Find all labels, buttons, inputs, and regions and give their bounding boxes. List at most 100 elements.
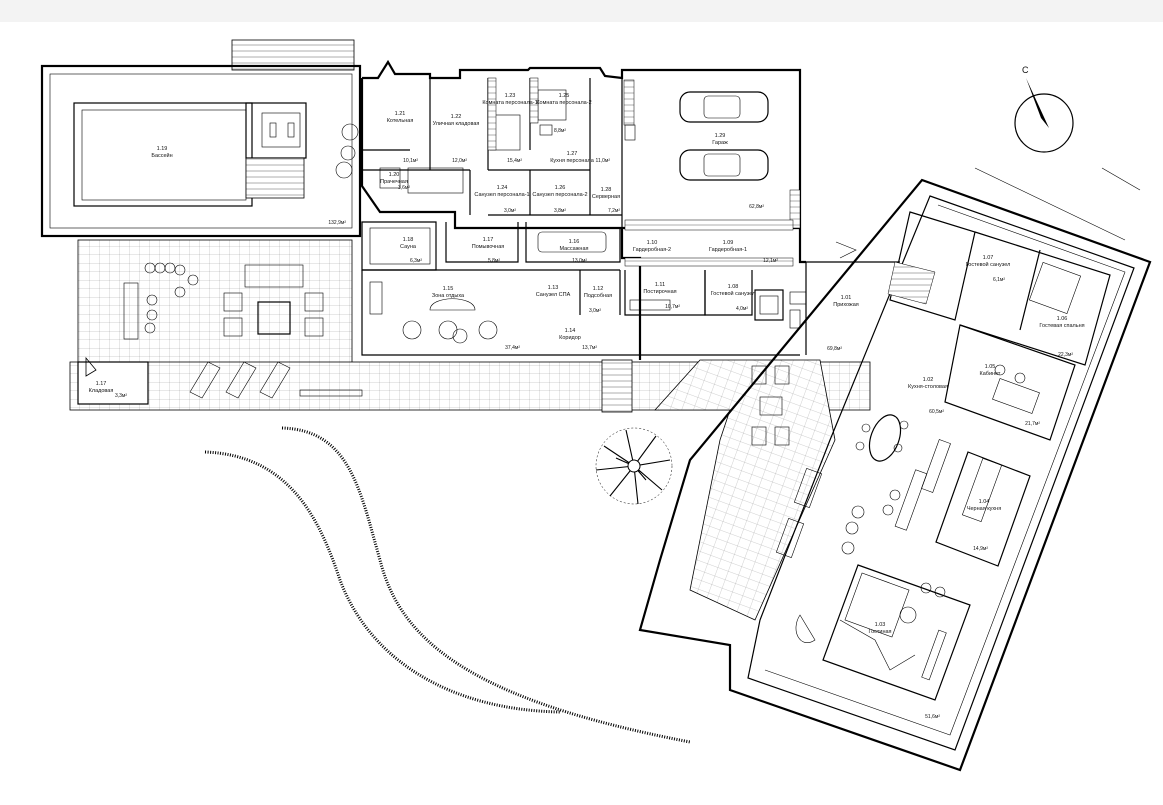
room-number-shower: 1.17 bbox=[483, 237, 494, 243]
room-area-kitchen-dining: 60,5м² bbox=[929, 409, 944, 415]
room-name-massage: Массажная bbox=[559, 246, 588, 252]
compass-rose: С bbox=[1014, 65, 1074, 153]
room-name-shower: Помывочная bbox=[472, 244, 505, 250]
room-area-street-storage: 12,0м² bbox=[452, 158, 467, 164]
room-area-guest-bath: 6,1м² bbox=[993, 277, 1005, 283]
room-number-street-storage: 1.22 bbox=[451, 114, 462, 120]
room-name-hall: Прихожая bbox=[833, 302, 859, 308]
room-area-staff-room-2: 8,8м² bbox=[554, 128, 566, 134]
room-name-pool: Бассейн bbox=[151, 152, 172, 159]
service-wing-walls bbox=[360, 59, 806, 360]
spa-block-walls bbox=[361, 221, 900, 356]
room-area-back-kitchen: 14,9м² bbox=[973, 546, 988, 552]
room-number-guest-wc: 1.08 bbox=[728, 284, 739, 290]
room-name-wardrobe-2: Гардеробная-2 bbox=[633, 247, 671, 253]
room-area-study: 21,7м² bbox=[1025, 421, 1040, 427]
room-area-laundry-room: 10,7м² bbox=[665, 304, 680, 310]
room-number-staff-room-1: 1.23 bbox=[505, 93, 516, 99]
room-name-guest-bath: Гостевой санузел bbox=[966, 261, 1011, 268]
room-area-outdoor-storage: 3,3м² bbox=[115, 393, 127, 399]
room-name-spa-wc: Санузел СПА bbox=[536, 292, 571, 298]
room-name-kitchen-dining: Кухня-столовая bbox=[908, 384, 948, 390]
room-number-lounge: 1.15 bbox=[443, 286, 454, 292]
east-wing bbox=[638, 178, 1152, 772]
pool-block bbox=[40, 39, 362, 238]
room-number-living: 1.03 bbox=[875, 622, 886, 628]
room-name-outdoor-storage: Кладовая bbox=[89, 388, 114, 394]
room-number-sauna: 1.18 bbox=[403, 237, 414, 243]
room-name-pantry: Подсобная bbox=[584, 293, 612, 299]
room-name-back-kitchen: Черная кухня bbox=[967, 506, 1001, 512]
room-name-guest-wc: Гостевой санузел bbox=[711, 290, 756, 297]
steps bbox=[601, 359, 633, 413]
room-area-corridor: 13,7м² bbox=[582, 345, 597, 351]
room-name-guest-bedroom: Гостевая спальня bbox=[1039, 323, 1084, 329]
room-area-staff-wc-2: 3,8м² bbox=[554, 208, 566, 214]
room-area-staff-room-1: 15,4м² bbox=[507, 158, 522, 164]
tree bbox=[595, 427, 673, 505]
room-number-wardrobe-1: 1.09 bbox=[723, 240, 734, 246]
room-area-boiler: 10,1м² bbox=[403, 158, 418, 164]
room-area-sauna: 6,3м² bbox=[410, 258, 422, 264]
room-area-laundry: 3,6м² bbox=[398, 185, 410, 191]
room-area-lounge: 37,4м² bbox=[505, 345, 520, 351]
room-name-staff-room-2: Комната персонала-2 bbox=[536, 100, 591, 106]
room-area-pantry: 3,0м² bbox=[589, 308, 601, 314]
room-name-server: Серверная bbox=[592, 194, 620, 200]
room-name-study: Кабинет bbox=[980, 371, 1001, 377]
room-name-wardrobe-1: Гардеробная-1 bbox=[709, 247, 747, 253]
room-area-massage: 13,0м² bbox=[572, 258, 587, 264]
road bbox=[974, 167, 1141, 241]
room-number-staff-kitchen: 1.27 bbox=[567, 151, 578, 157]
room-number-staff-wc-1: 1.24 bbox=[497, 185, 508, 191]
room-number-boiler: 1.21 bbox=[395, 111, 406, 117]
room-number-laundry-room: 1.11 bbox=[655, 282, 665, 288]
room-name-corridor: Коридор bbox=[559, 335, 581, 341]
room-name-lounge: Зона отдыха bbox=[432, 293, 465, 299]
room-name-living: Гостиная bbox=[868, 629, 891, 635]
room-number-outdoor-storage: 1.17 bbox=[96, 381, 107, 387]
room-number-server: 1.28 bbox=[601, 187, 612, 193]
room-area-hall: 69,8м² bbox=[827, 346, 842, 352]
room-number-study: 1.05 bbox=[985, 364, 996, 370]
room-area-guest-bedroom: 22,3м² bbox=[1058, 352, 1073, 358]
room-area-server: 7,2м² bbox=[608, 208, 620, 214]
room-number-guest-bedroom: 1.06 bbox=[1057, 316, 1068, 322]
outdoor-furniture bbox=[123, 262, 790, 446]
room-number-wardrobe-2: 1.10 bbox=[647, 240, 658, 246]
compass-north-label: С bbox=[1022, 65, 1029, 75]
room-number-guest-bath: 1.07 bbox=[983, 255, 994, 261]
room-number-massage: 1.16 bbox=[569, 239, 580, 245]
garden-paths bbox=[204, 426, 691, 744]
room-name-staff-kitchen: Кухня персонала bbox=[550, 158, 595, 164]
room-number-laundry: 1.20 bbox=[389, 172, 400, 178]
room-area-wardrobe-1: 12,1м² bbox=[763, 258, 778, 264]
room-number-spa-wc: 1.13 bbox=[548, 285, 559, 291]
room-name-garage: Гараж bbox=[712, 140, 728, 146]
room-number-staff-room-2: 1.25 bbox=[559, 93, 570, 99]
room-area-guest-wc: 4,0м² bbox=[736, 306, 748, 312]
room-area-pool: 132,9м² bbox=[328, 220, 346, 226]
room-number-back-kitchen: 1.04 bbox=[979, 499, 990, 505]
room-name-staff-wc-1: Санузел персонала-1 bbox=[474, 192, 529, 198]
room-name-street-storage: Уличная кладовая bbox=[433, 121, 480, 127]
room-name-laundry: Прачечная bbox=[380, 179, 408, 185]
room-name-boiler: Котельная bbox=[387, 118, 414, 124]
terrace-south bbox=[654, 359, 836, 621]
room-number-kitchen-dining: 1.02 bbox=[923, 377, 934, 383]
room-number-staff-wc-2: 1.26 bbox=[555, 185, 566, 191]
room-name-sauna: Сауна bbox=[400, 244, 417, 250]
room-number-pool: 1.19 bbox=[157, 146, 168, 152]
room-area-shower: 5,8м² bbox=[488, 258, 500, 264]
top-band bbox=[0, 0, 1163, 22]
room-number-garage: 1.29 bbox=[715, 133, 726, 139]
room-number-hall: 1.01 bbox=[841, 295, 852, 301]
room-number-pantry: 1.12 bbox=[593, 286, 604, 292]
room-area-staff-kitchen: 11,0м² bbox=[596, 158, 611, 164]
room-area-living: 51,6м² bbox=[925, 714, 940, 720]
room-name-laundry-room: Постирочная bbox=[643, 289, 676, 295]
room-number-corridor: 1.14 bbox=[565, 328, 576, 334]
